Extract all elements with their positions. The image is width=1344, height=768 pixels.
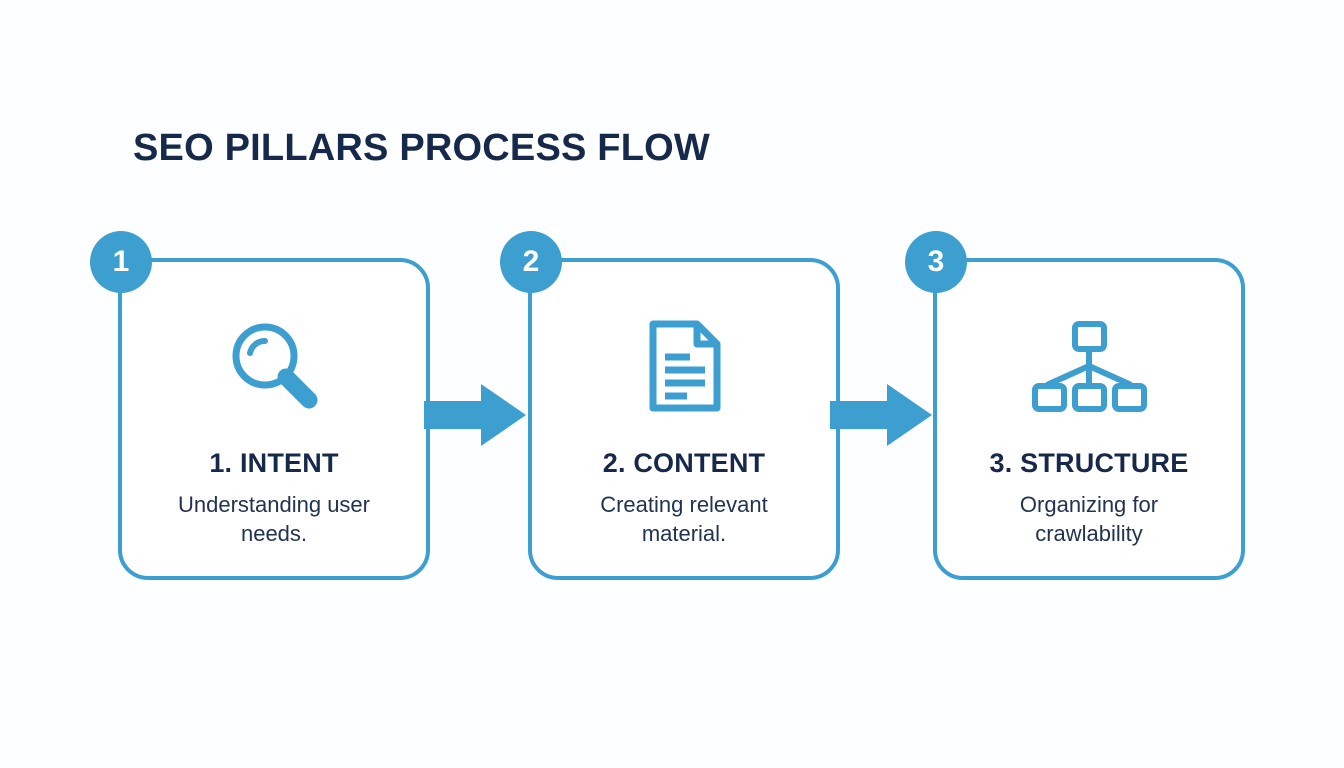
step-description-structure: Organizing for crawlability — [1019, 492, 1159, 546]
step-badge-1: 1 — [90, 231, 152, 293]
step-card-content[interactable]: 2 2. CONTENT Creating relevant material. — [500, 231, 840, 580]
step-title-intent: 1. INTENT — [209, 448, 339, 478]
arrow-right-icon — [830, 384, 932, 446]
step-description-intent: Understanding user needs. — [177, 492, 370, 546]
document-icon — [532, 310, 836, 422]
step-card-intent[interactable]: 1 1. INTENT Understanding user needs. — [90, 231, 430, 580]
step-badge-2: 2 — [500, 231, 562, 293]
arrow-right-icon — [424, 384, 526, 446]
magnifying-glass-icon — [122, 310, 426, 422]
step-title-content: 2. CONTENT — [602, 448, 766, 478]
page-title: SEO PILLARS PROCESS FLOW — [133, 127, 710, 169]
step-card-structure[interactable]: 3 3. STRUCTURE Organizing for crawlabili… — [905, 231, 1245, 580]
step-title-structure: 3. STRUCTURE — [989, 448, 1189, 478]
step-badge-3: 3 — [905, 231, 967, 293]
step-description-content: Creating relevant material. — [600, 492, 768, 546]
hierarchy-icon — [937, 310, 1241, 422]
